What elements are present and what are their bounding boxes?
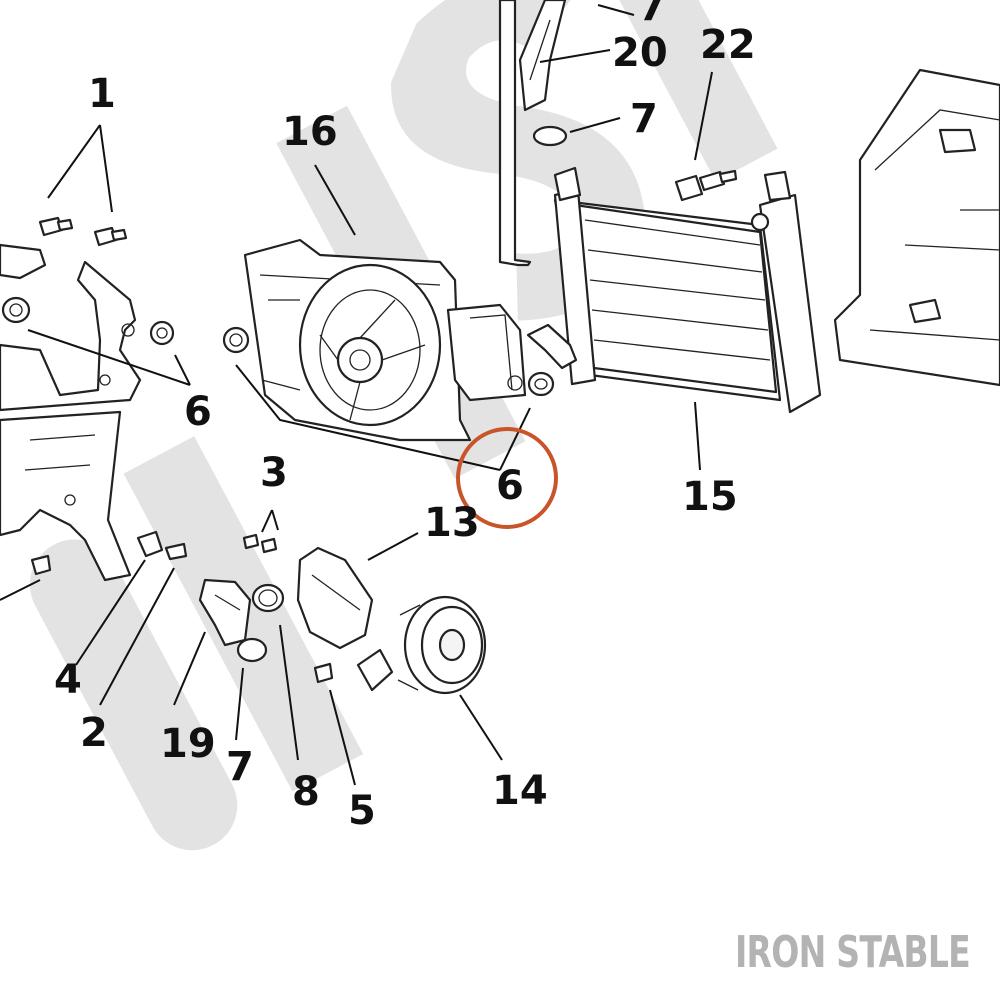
callout-2: 2 (80, 710, 108, 756)
callout-1: 1 (88, 71, 116, 117)
screw-bottom-left (30, 554, 52, 576)
callout-14: 14 (492, 768, 548, 814)
hose-clamp-8 (251, 583, 285, 613)
grommet-left-a (1, 296, 31, 324)
fan-shroud-assembly (243, 238, 527, 442)
highlight-circle (456, 427, 558, 529)
pump-cover (296, 546, 374, 650)
leader-lines (0, 4, 713, 786)
callout-13: 13 (424, 500, 480, 546)
callout-16: 16 (282, 109, 338, 155)
watermark-logo (29, 0, 778, 851)
water-pump (356, 595, 487, 695)
grommet-shroud-a (222, 326, 250, 354)
frame-section-right (833, 68, 1000, 387)
callout-6-center: 6 (496, 463, 524, 509)
clip-nut (136, 530, 164, 558)
callout-3: 3 (260, 450, 288, 496)
brand-watermark: IRON STABLE (735, 927, 970, 978)
callout-4: 4 (54, 657, 82, 703)
screw-5 (313, 662, 334, 684)
hose-clamp-top (532, 125, 568, 147)
callout-7-bottom: 7 (226, 744, 254, 790)
bolt-pair-1 (38, 216, 128, 247)
grommet-left-b (149, 320, 175, 346)
callout-15: 15 (682, 474, 738, 520)
radiator (526, 166, 822, 414)
screw-pair-3 (242, 533, 278, 554)
upper-hose (498, 0, 567, 267)
screw-2 (164, 542, 188, 561)
callout-7-top: 7 (630, 96, 658, 142)
callout-8: 8 (292, 769, 320, 815)
mounting-bracket (0, 243, 142, 582)
callout-7-corner: 7 (638, 0, 666, 30)
hose-clamp-7-bottom (236, 637, 268, 663)
callout-6-left: 6 (184, 389, 212, 435)
lower-hose (198, 578, 252, 647)
callout-20: 20 (612, 30, 668, 76)
callout-19: 19 (160, 721, 216, 767)
grommet-shroud-b (527, 371, 555, 397)
callout-22: 22 (700, 22, 756, 68)
temperature-sensor (674, 169, 738, 202)
callout-5: 5 (348, 788, 376, 834)
